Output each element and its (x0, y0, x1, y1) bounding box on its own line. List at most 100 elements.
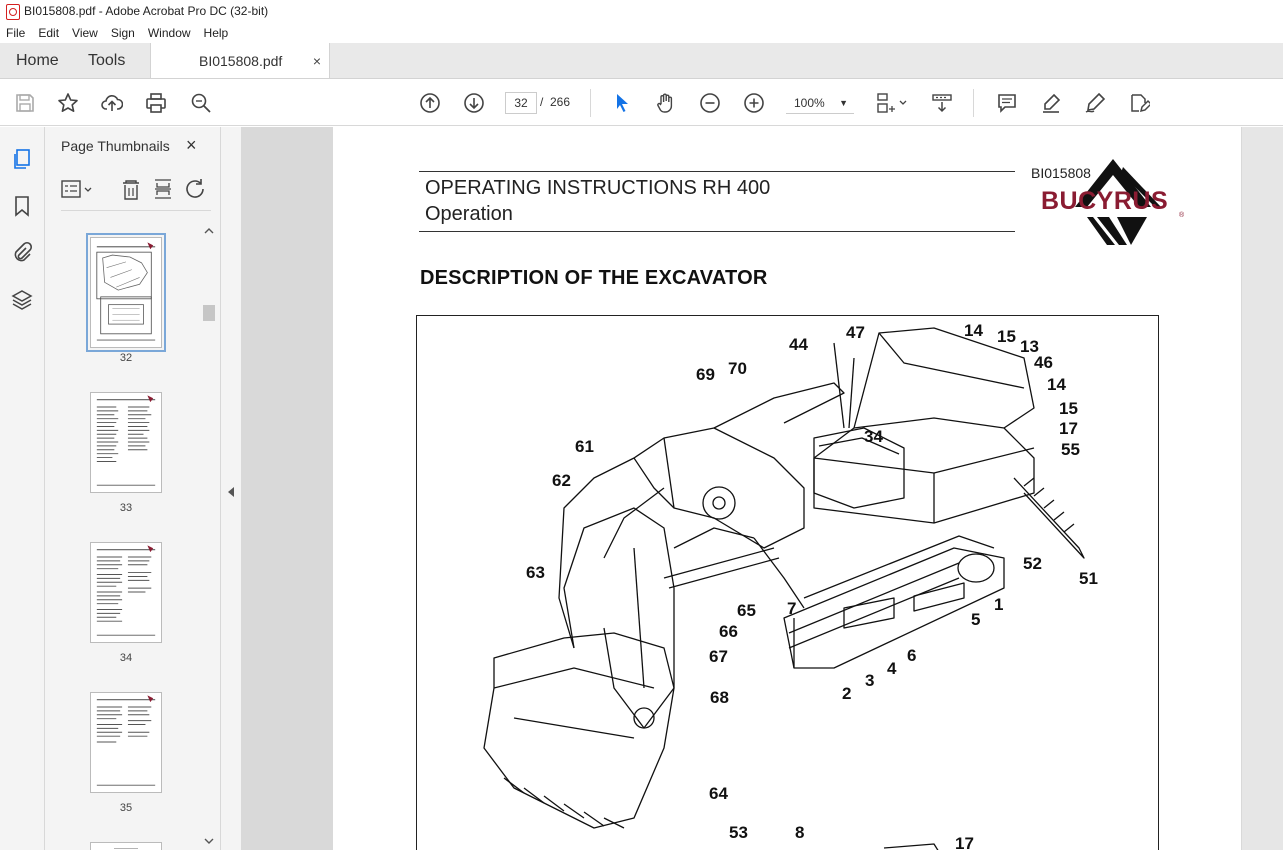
callout-2: 2 (842, 684, 851, 703)
callout-65: 65 (737, 601, 756, 620)
thumbnail-page-33[interactable] (90, 392, 162, 493)
window-title: BI015808.pdf - Adobe Acrobat Pro DC (32-… (24, 4, 269, 18)
menu-view[interactable]: View (72, 25, 98, 40)
thumbnail-preview (96, 395, 156, 486)
zoom-out-icon[interactable] (698, 91, 722, 115)
draw-icon[interactable] (1083, 91, 1107, 115)
section-heading: DESCRIPTION OF THE EXCAVATOR (420, 267, 768, 289)
header-subtitle: Operation (425, 203, 513, 225)
upload-icon[interactable] (100, 91, 124, 115)
menu-bar: File Edit View Sign Window Help (0, 22, 1283, 43)
highlight-icon[interactable] (1039, 91, 1063, 115)
callout-64: 64 (709, 784, 728, 803)
select-cursor-icon[interactable] (610, 91, 634, 115)
callout-69: 69 (696, 365, 715, 384)
fill-sign-icon[interactable] (1127, 91, 1151, 115)
thumbnail-page-35[interactable] (90, 692, 162, 793)
collapse-arrow-icon[interactable] (228, 487, 234, 497)
navigation-rail (0, 127, 45, 850)
chevron-down-icon: ▼ (839, 98, 848, 108)
layers-icon[interactable] (11, 289, 33, 311)
menu-edit[interactable]: Edit (38, 25, 60, 40)
menu-help[interactable]: Help (203, 25, 229, 40)
callout-53: 53 (729, 823, 748, 842)
tab-document-label: BI015808.pdf (199, 52, 283, 69)
menu-file[interactable]: File (6, 25, 26, 40)
save-icon[interactable] (13, 91, 37, 115)
tab-close-button[interactable]: × (312, 52, 321, 69)
callout-62: 62 (552, 471, 571, 490)
callout-63: 63 (526, 563, 545, 582)
tab-tools[interactable]: Tools (88, 51, 126, 69)
tab-bar: Home Tools BI015808.pdf × (0, 43, 1283, 79)
menu-window[interactable]: Window (147, 25, 191, 40)
zoom-in-icon[interactable] (742, 91, 766, 115)
callout-70: 70 (728, 359, 747, 378)
callout-51: 51 (1079, 569, 1098, 588)
thumbnail-options-icon[interactable] (61, 180, 92, 198)
thumbnail-label: 32 (119, 352, 133, 364)
document-viewer[interactable]: OPERATING INSTRUCTIONS RH 400 Operation … (241, 127, 1283, 850)
thumbnail-preview (114, 848, 138, 849)
trash-icon[interactable] (123, 180, 139, 200)
zoom-select[interactable]: 100% ▼ (786, 92, 854, 114)
tab-document[interactable]: BI015808.pdf × (150, 43, 330, 78)
callout-7: 7 (787, 599, 796, 618)
panel-title: Page Thumbnails (61, 138, 170, 154)
thumbnail-preview (96, 545, 156, 636)
tab-home[interactable]: Home (16, 51, 59, 69)
page-fit-icon[interactable] (873, 91, 909, 115)
callout-67: 67 (709, 647, 728, 666)
header-rule-bottom (419, 231, 1015, 232)
search-zoom-icon[interactable] (189, 91, 213, 115)
brand-name: BUCYRUS (1041, 187, 1168, 215)
callout-15: 15 (997, 327, 1016, 346)
callout-14: 14 (1047, 375, 1066, 394)
page-thumbnails-panel: Page Thumbnails × 32 (45, 127, 221, 850)
next-page-icon[interactable] (462, 91, 486, 115)
prev-page-icon[interactable] (418, 91, 442, 115)
insert-pages-icon[interactable] (155, 179, 171, 199)
page-total: 266 (550, 95, 571, 109)
rotate-icon[interactable] (186, 179, 204, 198)
callout-15: 15 (1059, 399, 1078, 418)
thumbnail-page-32[interactable] (86, 233, 166, 352)
pdf-page: OPERATING INSTRUCTIONS RH 400 Operation … (333, 127, 1241, 850)
callout-34: 34 (864, 427, 883, 446)
panel-divider (61, 210, 211, 211)
thumbnail-preview (96, 242, 156, 341)
comment-icon[interactable] (995, 91, 1019, 115)
attachment-icon[interactable] (11, 241, 33, 263)
hand-icon[interactable] (654, 91, 678, 115)
callout-14: 14 (964, 321, 983, 340)
thumbnail-page-34[interactable] (90, 542, 162, 643)
excavator-linework (483, 327, 1085, 850)
callout-55: 55 (1061, 440, 1080, 459)
callout-6: 6 (907, 646, 916, 665)
bookmark-icon[interactable] (11, 195, 33, 217)
callout-4: 4 (887, 659, 897, 678)
print-icon[interactable] (144, 91, 168, 115)
scroll-mode-icon[interactable] (930, 91, 954, 115)
panel-splitter[interactable] (221, 127, 241, 850)
thumbnail-scrollbar[interactable] (203, 225, 215, 847)
callout-44: 44 (789, 335, 808, 354)
callout-8: 8 (795, 823, 804, 842)
document-right-margin (1242, 127, 1283, 850)
toolbar-divider (973, 89, 974, 117)
callout-66: 66 (719, 622, 738, 641)
callout-3: 3 (865, 671, 874, 690)
callout-47: 47 (846, 323, 865, 342)
main-toolbar: 32 / 266 100% ▼ (0, 80, 1283, 126)
page-thumbnails-icon[interactable] (11, 148, 33, 170)
callout-17: 17 (1059, 419, 1078, 438)
star-icon[interactable] (56, 91, 80, 115)
thumbnail-page-next[interactable] (90, 842, 162, 850)
menu-sign[interactable]: Sign (110, 25, 135, 40)
acrobat-app-icon (6, 4, 20, 20)
panel-close-button[interactable]: × (186, 135, 197, 155)
page-number-input[interactable]: 32 (505, 92, 537, 114)
scrollbar-thumb[interactable] (203, 305, 215, 321)
